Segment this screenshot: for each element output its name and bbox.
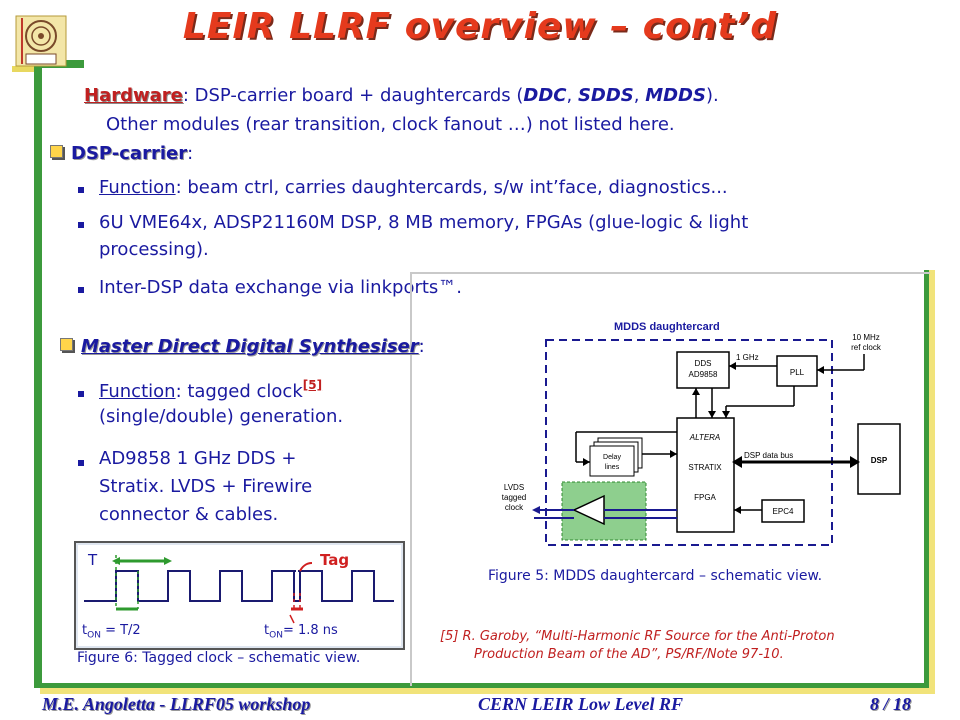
svg-text:AD9858: AD9858 [689, 370, 718, 379]
hardware-label: Hardware [84, 85, 183, 106]
svg-text:DDS: DDS [695, 359, 712, 368]
mdds-specs-1: AD9858 1 GHz DDS + [99, 448, 297, 469]
figure-5-caption: Figure 5: MDDS daughtercard – schematic … [488, 568, 823, 584]
frame-accent [40, 688, 935, 694]
mdds-function-cont: (single/double) generation. [99, 406, 344, 427]
sdds-label: SDDS [577, 85, 634, 106]
mdds-schematic: MDDS daughtercard DDS AD9858 1 GHz PLL 1… [502, 321, 901, 546]
bullet-icon [78, 460, 84, 466]
frame-accent [12, 66, 40, 72]
dsp-specs-cont: processing). [99, 239, 209, 260]
bullet-icon [78, 222, 84, 228]
schematic-title: MDDS daughtercard [614, 321, 720, 333]
frame-accent [924, 270, 929, 688]
bullet-icon [78, 391, 84, 397]
svg-text:clock: clock [505, 503, 524, 512]
frame-accent [929, 270, 935, 690]
reference-line-1: [5] R. Garoby, “Multi-Harmonic RF Source… [440, 629, 835, 644]
svg-text:EPC4: EPC4 [773, 507, 794, 516]
cern-lhc-logo [15, 15, 67, 67]
footer-author: M.E. Angoletta - LLRF05 workshop [42, 694, 311, 714]
ton-tagged-label: tON= 1.8 ns [264, 623, 338, 641]
svg-text:DSP: DSP [871, 456, 888, 465]
hardware-line: Hardware: DSP-carrier board + daughterca… [84, 85, 719, 106]
svg-text:DSP data bus: DSP data bus [744, 451, 793, 460]
tagged-clock-waveform [78, 545, 401, 646]
hardware-note: Other modules (rear transition, clock fa… [106, 114, 675, 135]
reference-line-2: Production Beam of the AD”, PS/RF/Note 9… [474, 647, 784, 662]
bullet-icon [78, 187, 84, 193]
mdds-specs-2: Stratix. LVDS + Firewire [99, 476, 313, 497]
dsp-carrier-heading: DSP-carrier: [50, 143, 193, 164]
svg-text:PLL: PLL [790, 368, 805, 377]
mdds-specs-3: connector & cables. [99, 504, 279, 525]
tag-label: Tag [320, 551, 350, 569]
svg-text:1 GHz: 1 GHz [736, 353, 759, 362]
dsp-specs: 6U VME64x, ADSP21160M DSP, 8 MB memory, … [99, 212, 749, 233]
reference-marker: [5] [302, 378, 323, 392]
svg-text:tagged: tagged [502, 493, 526, 502]
svg-text:Delay: Delay [603, 454, 621, 461]
square-bullet-icon [60, 338, 73, 351]
frame-accent [34, 62, 42, 687]
period-label: T [88, 551, 98, 569]
tagged-clock-diagram: T Tag tON = T/2 tON= 1.8 ns [74, 541, 405, 650]
figure-6-caption: Figure 6: Tagged clock – schematic view. [77, 650, 361, 666]
svg-text:10 MHz: 10 MHz [852, 333, 880, 342]
mdds-function: Function: tagged clock[5] [99, 378, 323, 402]
svg-text:lines: lines [605, 464, 620, 471]
mdds-heading: Master Direct Digital Synthesiser: [60, 336, 425, 357]
dsp-function: Function: beam ctrl, carries daughtercar… [99, 177, 728, 198]
page-title: LEIR LLRF overview – cont’d [182, 6, 778, 47]
dsp-linkports: Inter-DSP data exchange via linkports™. [99, 277, 463, 298]
mdds-label: MDDS [645, 85, 706, 106]
ddc-label: DDC [523, 85, 567, 106]
footer-page-number: 8 / 18 [870, 694, 912, 714]
svg-text:ALTERA: ALTERA [689, 433, 721, 442]
footer-title: CERN LEIR Low Level RF [478, 694, 684, 714]
figure-panel [410, 272, 930, 686]
svg-text:LVDS: LVDS [504, 483, 524, 492]
square-bullet-icon [50, 145, 63, 158]
frame-accent [34, 683, 929, 688]
svg-text:STRATIX: STRATIX [688, 463, 722, 472]
ton-normal-label: tON = T/2 [82, 623, 141, 641]
svg-text:ref clock: ref clock [851, 343, 882, 352]
bullet-icon [78, 287, 84, 293]
svg-text:FPGA: FPGA [694, 493, 716, 502]
